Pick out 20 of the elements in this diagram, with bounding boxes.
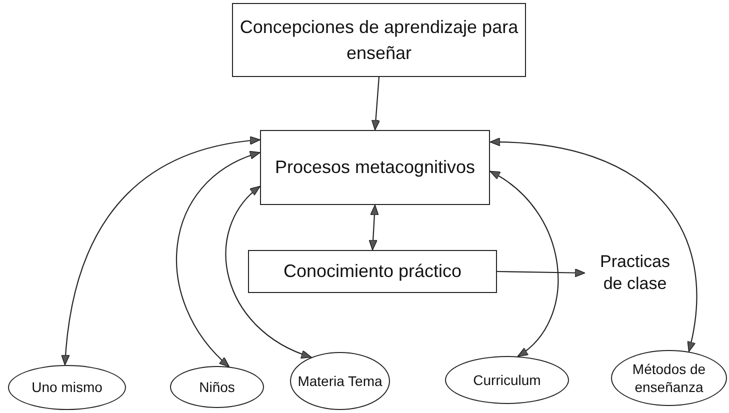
node-label: Curriculum bbox=[472, 370, 542, 390]
node-label: Materia Tema bbox=[296, 372, 384, 390]
arrow bbox=[371, 76, 380, 130]
arrow bbox=[497, 268, 586, 278]
process-box bbox=[260, 130, 490, 205]
arrow bbox=[490, 138, 698, 352]
outcome-label: Practicas de clase bbox=[599, 250, 671, 295]
arrow bbox=[61, 136, 260, 366]
node-label: Uno mismo bbox=[30, 378, 104, 397]
node-label: Conocimiento práctico bbox=[282, 260, 463, 284]
arrow bbox=[226, 186, 312, 358]
process-box bbox=[248, 250, 497, 293]
arrow bbox=[176, 152, 260, 368]
node-label: Métodos de enseñanza bbox=[631, 360, 707, 396]
node-label: Procesos metacognitivos bbox=[274, 156, 476, 180]
node-label: Niños bbox=[198, 378, 236, 396]
concept-box bbox=[232, 3, 526, 77]
arrow bbox=[368, 204, 379, 250]
node-label: Concepciones de aprendizaje para enseñar bbox=[238, 16, 520, 65]
arrow bbox=[490, 170, 559, 357]
